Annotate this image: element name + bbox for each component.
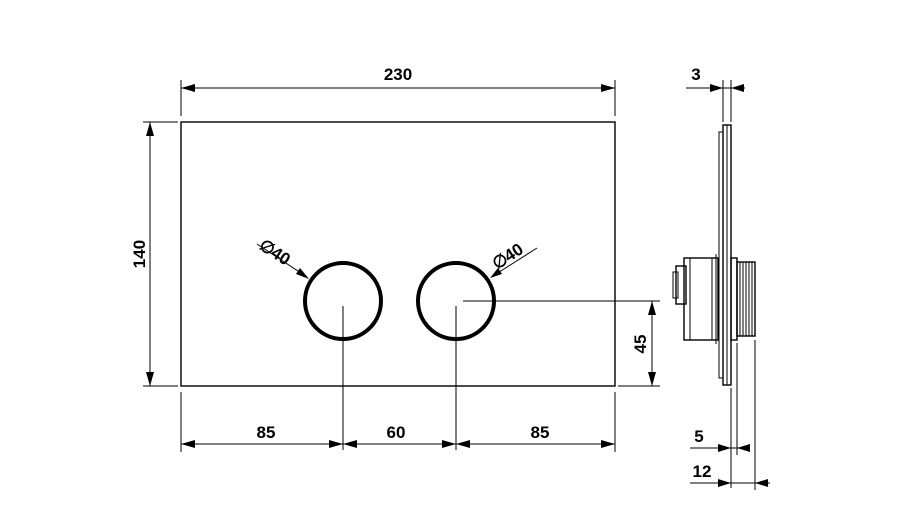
width-arrow-right — [601, 84, 615, 92]
thickness-arrow-left — [710, 84, 723, 92]
mechanism-knob — [672, 271, 679, 299]
right-diameter-arrowhead — [490, 268, 502, 278]
plate-outline — [180, 121, 616, 387]
height-arrow-top — [146, 122, 154, 136]
bottom-arrow-6 — [601, 440, 615, 448]
bottom-arrow-5 — [456, 440, 470, 448]
mechanism-housing — [683, 257, 719, 341]
mechanism-cap — [675, 265, 687, 305]
right-offset-label: 85 — [531, 423, 550, 442]
button-height-arrow-bottom — [648, 372, 656, 386]
button-height-label: 45 — [631, 335, 650, 354]
thickness-arrow-right — [731, 84, 744, 92]
projection-label: 5 — [694, 427, 703, 446]
depth-label: 12 — [693, 462, 712, 481]
height-arrow-bottom — [146, 372, 154, 386]
thread-collar — [730, 257, 738, 341]
depth-arrow-right — [755, 479, 768, 487]
button-spacing-label: 60 — [387, 423, 406, 442]
projection-arrow-left — [718, 444, 731, 452]
side-plate-back-flange — [718, 131, 724, 379]
right-diameter-leader — [492, 247, 538, 277]
height-label: 140 — [130, 240, 149, 268]
depth-arrow-left — [718, 479, 731, 487]
width-arrow-left — [181, 84, 195, 92]
bottom-arrow-2 — [329, 440, 343, 448]
front-view: ∅ 40 ∅ 40 230 140 45 — [130, 65, 660, 452]
thread-lines — [739, 262, 753, 336]
left-diameter-arrowhead — [296, 268, 309, 279]
right-diameter-label-group: ∅ 40 — [489, 239, 527, 273]
bottom-arrow-1 — [181, 440, 195, 448]
left-offset-label: 85 — [257, 423, 276, 442]
thickness-label: 3 — [691, 65, 700, 84]
side-view: 3 5 12 — [672, 65, 770, 490]
projection-arrow-right — [737, 444, 750, 452]
width-label: 230 — [384, 65, 412, 84]
button-height-arrow-top — [648, 301, 656, 315]
bottom-arrow-3 — [343, 440, 357, 448]
bottom-arrow-4 — [442, 440, 456, 448]
